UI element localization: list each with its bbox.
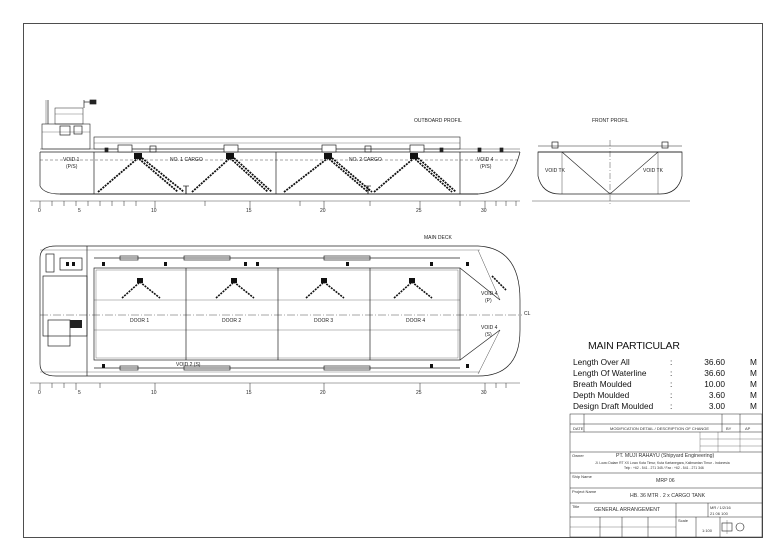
title-block-lines [569, 413, 763, 538]
frame-number: 30 [481, 208, 487, 214]
ship-name-value: MRP 06 [656, 478, 675, 484]
particular-value: 36.60 [704, 357, 725, 367]
frame-number: 20 [320, 208, 326, 214]
front-profile-title: FRONT PROFIL [592, 118, 629, 124]
particular-value: 3.00 [708, 401, 725, 411]
deck-plan-frame-ticks [39, 383, 507, 390]
particular-label: Design Draft Moulded [573, 401, 654, 411]
deck-chain-truss [121, 275, 507, 299]
void-2s-label: VOID 2 (S) [176, 362, 201, 368]
deck-plan [30, 245, 522, 384]
profile-frame-ticks [39, 201, 517, 208]
front-void-right-label: VOID TK [643, 168, 663, 174]
revision-by-header: BY [726, 426, 732, 431]
void-4p-sub-label: (P) [485, 298, 492, 304]
drawing-title-value: GENERAL ARRANGEMENT [594, 507, 661, 513]
deck-fittings [66, 262, 469, 368]
particular-unit: M [750, 357, 757, 367]
front-profile [532, 140, 690, 205]
door-1-label: DOOR 1 [130, 318, 150, 324]
frame-number: 10 [151, 390, 157, 396]
void-1-label: VOID 1 [63, 157, 80, 163]
ship-name-label: Ship Name [572, 474, 592, 479]
void-1-sub-label: (P/S) [66, 164, 78, 170]
door-3-label: DOOR 3 [314, 318, 334, 324]
particular-label: Length Over All [573, 357, 630, 367]
cargo-1-label: NO. 1 CARGO [170, 157, 203, 163]
void-4-label: VOID 4 [477, 157, 494, 163]
particular-row: Design Draft Moulded : 3.00 M [573, 401, 763, 412]
void-4s-label: VOID 4 [481, 325, 498, 331]
front-void-left-label: VOID TK [545, 168, 565, 174]
scale-label: Scale [678, 518, 689, 523]
door-2-label: DOOR 2 [222, 318, 242, 324]
projection-symbol-icon [721, 520, 745, 534]
profile-chain-truss [97, 156, 457, 193]
particular-colon: : [670, 379, 673, 389]
particular-colon: : [670, 390, 673, 400]
particular-colon: : [670, 368, 673, 378]
revision-date-header: DATE [573, 426, 584, 431]
frame-number: 30 [481, 390, 487, 396]
door-4-label: DOOR 4 [406, 318, 426, 324]
owner-label: Owner [572, 453, 584, 458]
project-name-value: HB. 36 MTR . 2 x CARGO TANK [630, 493, 706, 499]
particular-row: Breath Moulded : 10.00 M [573, 379, 763, 390]
frame-number: 10 [151, 208, 157, 214]
frame-number: 20 [320, 390, 326, 396]
void-4-sub-label: (P/S) [480, 164, 492, 170]
particular-colon: : [670, 401, 673, 411]
revision-approved-header: AP [745, 426, 751, 431]
void-4p-label: VOID 4 [481, 291, 498, 297]
particular-value: 10.00 [704, 379, 725, 389]
scale-value: 1:100 [702, 528, 713, 533]
outboard-profile-title: OUTBOARD PROFIL [414, 118, 462, 124]
frame-number: 15 [246, 208, 252, 214]
frame-number: 0 [38, 390, 41, 396]
particular-label: Breath Moulded [573, 379, 632, 389]
particular-row: Length Over All : 36.60 M [573, 357, 763, 368]
particular-unit: M [750, 401, 757, 411]
project-name-label: Project Name [572, 489, 597, 494]
company-name: PT. MUJI RAHAYU (Shipyard Engineering) [616, 453, 715, 459]
sheet-border [23, 23, 763, 538]
particular-value: 3.60 [708, 390, 725, 400]
drawing-number: MR / 1/2/16 [710, 505, 731, 510]
particular-label: Length Of Waterline [573, 368, 647, 378]
particular-row: Length Of Waterline : 36.60 M [573, 368, 763, 379]
frame-number: 0 [38, 208, 41, 214]
particular-colon: : [670, 357, 673, 367]
particular-label: Depth Moulded [573, 390, 630, 400]
cargo-2-label: NO. 2 CARGO [349, 157, 382, 163]
particular-unit: M [750, 390, 757, 400]
drawing-title-label: Title [572, 504, 580, 509]
centerline-label: CL [524, 311, 531, 317]
frame-number: 25 [416, 208, 422, 214]
profile-chain-nodes [134, 153, 418, 159]
frame-number: 25 [416, 390, 422, 396]
company-phone: Telp : +62 - 541 - 271 345 / Fax : +62 -… [624, 466, 704, 470]
particular-row: Depth Moulded : 3.60 M [573, 390, 763, 401]
outboard-profile [30, 99, 521, 202]
main-deck-title: MAIN DECK [424, 235, 452, 241]
frame-number: 5 [78, 390, 81, 396]
void-4s-sub-label: (S) [485, 332, 492, 338]
frame-number: 15 [246, 390, 252, 396]
particular-unit: M [750, 368, 757, 378]
frame-number: 5 [78, 208, 81, 214]
particular-unit: M [750, 379, 757, 389]
revision-description-header: MODIFICATION DETAIL / DESCRIPTION OF CHA… [610, 426, 710, 431]
main-particular-title: MAIN PARTICULAR [588, 340, 680, 352]
company-address: Jl. Lowo Dalam RT XX Lowo Kota Timur, Ku… [595, 461, 730, 465]
sheet-number: 21 06 100 [710, 511, 728, 516]
particular-value: 36.60 [704, 368, 725, 378]
